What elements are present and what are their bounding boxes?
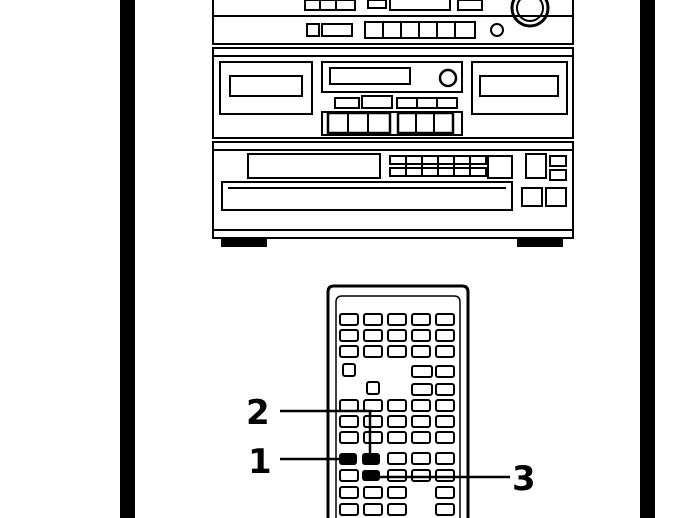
remote-button (435, 329, 455, 342)
callout-lines (280, 409, 510, 479)
remote-button (363, 329, 383, 342)
remote-button (435, 399, 455, 412)
remote-button (339, 486, 359, 499)
remote-button (435, 415, 455, 428)
remote-button (387, 469, 407, 482)
remote-button (411, 383, 433, 396)
remote-button (387, 486, 407, 499)
remote-button (411, 329, 431, 342)
remote-button (339, 313, 359, 326)
remote-button (339, 329, 359, 342)
cassette-door-left (219, 61, 313, 115)
remote-button (339, 431, 359, 444)
remote-button (387, 415, 407, 428)
amplifier-unit (212, 0, 574, 45)
remote-button-3 (362, 470, 380, 481)
callout-label-3: 3 (512, 459, 536, 499)
stereo-system (212, 0, 574, 247)
remote-button (387, 313, 407, 326)
cd-tray (221, 181, 513, 211)
highlighted-buttons (339, 453, 380, 481)
cassette-door-right (471, 61, 568, 115)
foot-right (517, 237, 563, 247)
remote-button (411, 313, 431, 326)
remote-button (363, 399, 383, 412)
remote-button (387, 329, 407, 342)
remote-control (326, 284, 470, 518)
callout-label-1: 1 (248, 442, 272, 482)
remote-button (339, 415, 359, 428)
remote-button (387, 431, 407, 444)
remote-button (387, 399, 407, 412)
cassette-deck-unit (212, 47, 574, 139)
remote-button (363, 486, 383, 499)
remote-button (435, 313, 455, 326)
remote-button (411, 415, 431, 428)
remote-button (435, 345, 455, 358)
remote-button (387, 503, 407, 516)
remote-button-1 (339, 453, 357, 465)
remote-button (435, 486, 455, 499)
remote-button (363, 345, 383, 358)
remote-button (342, 363, 356, 377)
cd-changer-unit (212, 141, 574, 247)
remote-button (339, 469, 359, 482)
remote-button-2 (362, 453, 380, 465)
remote-button (411, 345, 431, 358)
remote-button (411, 469, 431, 482)
remote-button (363, 415, 383, 428)
remote-button (363, 431, 383, 444)
foot-left (221, 237, 267, 247)
remote-button (366, 381, 380, 395)
frame-left-border (120, 0, 135, 518)
remote-button (339, 503, 359, 516)
remote-button (411, 365, 433, 378)
remote-button (339, 345, 359, 358)
remote-button (435, 365, 455, 378)
remote-button (411, 452, 431, 465)
remote-button (363, 503, 383, 516)
remote-button (411, 431, 431, 444)
frame-right-border (640, 0, 655, 518)
remote-button (435, 383, 455, 396)
remote-button (387, 452, 407, 465)
volume-knob (510, 0, 550, 28)
remote-button (363, 313, 383, 326)
remote-button (435, 469, 455, 482)
remote-button-grid (339, 313, 455, 516)
callout-label-2: 2 (246, 393, 270, 433)
remote-button (411, 399, 431, 412)
remote-button (435, 503, 455, 516)
cd-display (247, 153, 381, 179)
remote-button (435, 431, 455, 444)
remote-button (387, 345, 407, 358)
remote-button (435, 452, 455, 465)
